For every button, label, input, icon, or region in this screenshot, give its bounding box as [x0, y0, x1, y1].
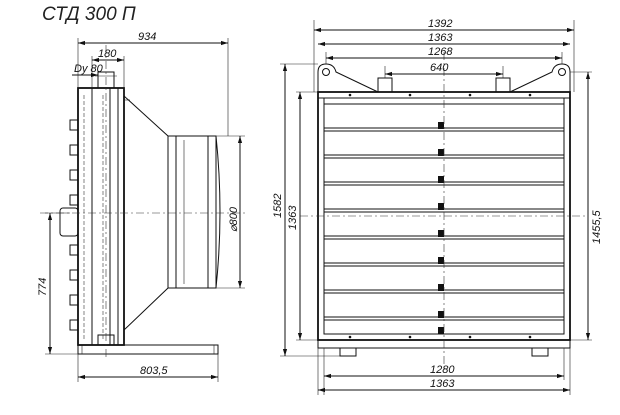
dim-diameter-800: ⌀800 [228, 206, 240, 232]
dim-774: 774 [37, 278, 49, 296]
side-fan-cone [123, 95, 169, 331]
side-fan-cylinder [167, 135, 217, 289]
front-view: 1392 1363 1268 640 1582 1363 1455,5 1280 [272, 18, 603, 395]
dim-640: 640 [430, 62, 449, 74]
dim-180: 180 [98, 48, 117, 60]
dim-1363-bottom: 1363 [430, 378, 455, 390]
dim-1582: 1582 [272, 194, 284, 218]
dim-1455-5: 1455,5 [591, 209, 603, 244]
drawing-title: СТД 300 П [42, 4, 136, 25]
front-nozzle-right [495, 77, 511, 93]
side-exchanger-body [77, 87, 125, 346]
side-left-brackets [69, 119, 79, 331]
dim-1363-top: 1363 [428, 32, 453, 44]
side-view: 934 180 Dy 80 774 ⌀800 803,5 [37, 31, 245, 382]
side-base-plate [77, 344, 219, 355]
dim-803-5: 803,5 [140, 365, 168, 377]
front-nozzle-left [377, 77, 393, 93]
dim-dy80: Dy 80 [74, 63, 104, 75]
dim-934: 934 [138, 31, 156, 43]
front-bolts [348, 93, 532, 339]
dim-1363-left: 1363 [287, 205, 299, 230]
front-latches [438, 122, 444, 334]
dim-1392: 1392 [428, 18, 452, 30]
dim-1280: 1280 [430, 364, 455, 376]
dim-1268: 1268 [428, 46, 453, 58]
side-handle [59, 207, 79, 237]
